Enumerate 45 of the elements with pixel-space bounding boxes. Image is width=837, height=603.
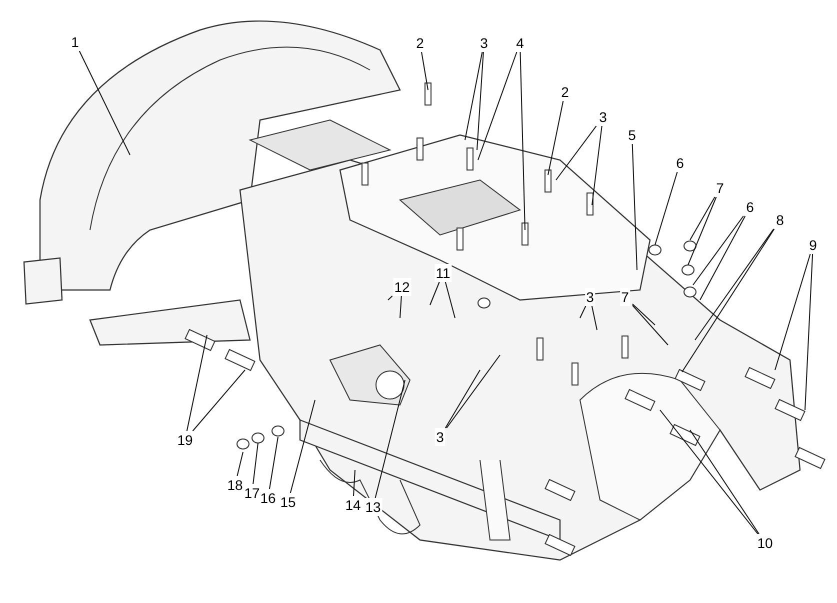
leader-line [774, 254, 811, 370]
leader-line [353, 470, 356, 496]
callout-number: 3 [585, 288, 595, 306]
leader-line [632, 304, 656, 326]
leader-line [804, 254, 814, 410]
leader-line [690, 430, 760, 534]
leader-line [444, 370, 480, 428]
callout-number: 7 [620, 288, 630, 306]
leader-line [682, 228, 775, 372]
leader-line [388, 296, 393, 300]
leader-line [374, 380, 406, 498]
leader-line [290, 400, 316, 494]
leader-line [548, 100, 564, 176]
callout-number: 12 [393, 278, 411, 296]
leader-line [580, 306, 586, 318]
leader-line [688, 196, 717, 266]
leader-line [592, 126, 602, 206]
leader-line [660, 410, 758, 534]
leader-line [690, 196, 716, 240]
leader-line [444, 282, 456, 318]
leader-line [632, 304, 668, 346]
callout-number: 11 [434, 264, 452, 282]
leader-line [632, 144, 638, 270]
leader-line [252, 442, 258, 484]
leader-line [464, 52, 483, 140]
leader-line [692, 216, 744, 286]
leader-line [421, 52, 428, 90]
leader-line [591, 306, 598, 330]
leader-line [478, 52, 518, 160]
callout-number: 13 [364, 498, 382, 516]
leader-line [700, 216, 746, 300]
leader-line [476, 52, 484, 150]
leader-line [268, 436, 278, 490]
leader-line [78, 50, 130, 156]
leader-line [192, 370, 246, 432]
leader-line [236, 452, 244, 476]
leader-line [430, 282, 440, 306]
leader-line [446, 354, 500, 428]
leader-line [556, 126, 597, 180]
callout-number: 3 [435, 428, 445, 446]
leader-line [694, 228, 774, 340]
leader-line [654, 172, 678, 246]
leader-line [186, 334, 208, 432]
leader-line [520, 52, 526, 230]
leader-line [400, 296, 402, 318]
